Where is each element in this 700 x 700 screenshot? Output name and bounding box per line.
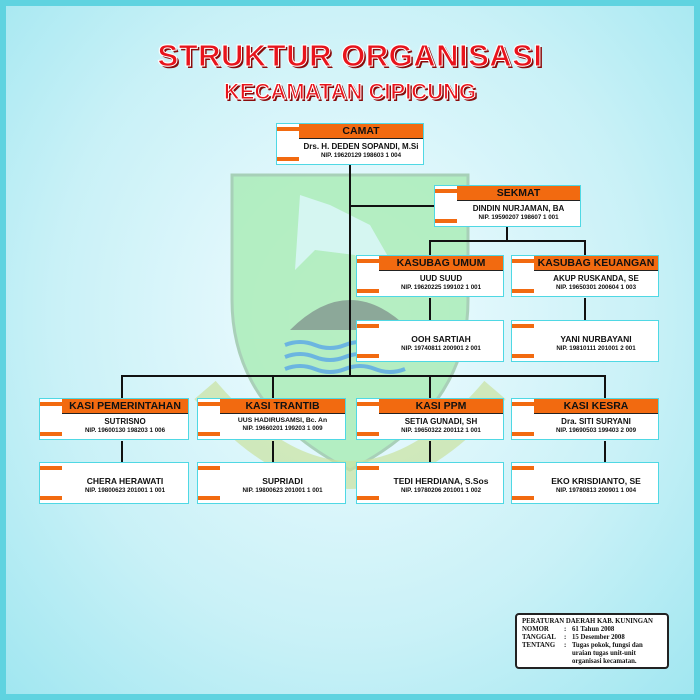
page-title: STRUKTUR ORGANISASI bbox=[157, 38, 543, 74]
connector-camat bbox=[349, 164, 351, 376]
connector-kasi bbox=[121, 375, 605, 377]
connector-staff-2 bbox=[272, 441, 274, 462]
official-nip: NIP. 19650301 200604 1 003 bbox=[555, 284, 637, 291]
official-nip: NIP. 19660201 199203 1 009 bbox=[242, 425, 323, 432]
position-title: CAMAT bbox=[299, 124, 423, 139]
official-name: DINDIN NURJAMAN, BA bbox=[472, 204, 565, 213]
connector-kasi-4 bbox=[604, 375, 606, 398]
connector-umum-staff bbox=[429, 298, 431, 320]
staff-name: EKO KRISDIANTO, SE bbox=[551, 476, 641, 486]
note-key: NOMOR bbox=[522, 626, 549, 633]
connector-kasubag-umum bbox=[429, 240, 431, 255]
official-nip: NIP. 19590207 198607 1 001 bbox=[478, 214, 559, 221]
staff-name: SUPRIADI bbox=[262, 476, 303, 486]
position-title: KASI PPM bbox=[379, 399, 503, 414]
staff-name: OOH SARTIAH bbox=[411, 334, 471, 344]
official-name: SETIA GUNADI, SH bbox=[404, 417, 478, 426]
official-name: UUS HADIRUSAMSI, Bc. An bbox=[237, 417, 328, 424]
connector-staff-3 bbox=[429, 441, 431, 462]
staff-nip: NIP. 19780813 200901 1 004 bbox=[555, 487, 637, 494]
position-title: KASI KESRA bbox=[534, 399, 658, 414]
note-value: Tugas pokok, fungsi dan uraian tugas uni… bbox=[572, 642, 643, 665]
staff-nip: NIP. 19800623 201001 1 001 bbox=[242, 487, 323, 494]
connector-sekmat bbox=[350, 205, 434, 207]
note-row-tentang: TENTANG:Tugas pokok, fungsi dan uraian t… bbox=[522, 642, 662, 666]
official-nip: NIP. 19620225 199102 1 001 bbox=[400, 284, 482, 291]
official-name: Dra. SITI SURYANI bbox=[561, 417, 631, 426]
official-nip: NIP. 19620129 198603 1 004 bbox=[320, 152, 402, 159]
connector-kasi-2 bbox=[272, 375, 274, 398]
connector-kasi-3 bbox=[429, 375, 431, 398]
connector-kasi-1 bbox=[121, 375, 123, 398]
page-subtitle: KECAMATAN CIPICUNG bbox=[223, 79, 477, 105]
connector-staff-4 bbox=[604, 441, 606, 462]
staff-name: YANI NURBAYANI bbox=[560, 334, 632, 344]
position-title: KASUBAG KEUANGAN bbox=[534, 256, 658, 271]
staff-name: TEDI HERDIANA, S.Sos bbox=[393, 476, 489, 486]
position-title: KASUBAG UMUM bbox=[379, 256, 503, 271]
staff-nip: NIP. 19800623 201001 1 001 bbox=[84, 487, 166, 494]
official-nip: NIP. 19600130 198203 1 006 bbox=[84, 427, 166, 434]
official-name: Drs. H. DEDEN SOPANDI, M.Si bbox=[303, 142, 419, 151]
staff-nip: NIP. 19780206 201001 1 002 bbox=[400, 487, 482, 494]
note-row-tanggal: TANGGAL:15 Desember 2008 bbox=[522, 634, 662, 642]
note-key: TENTANG bbox=[522, 642, 556, 649]
official-name: SUTRISNO bbox=[104, 417, 146, 426]
position-title: KASI PEMERINTAHAN bbox=[62, 399, 188, 414]
note-key: TANGGAL bbox=[522, 634, 556, 641]
staff-nip: NIP. 19810111 201001 2 001 bbox=[556, 345, 636, 352]
official-nip: NIP. 19650322 200112 1 001 bbox=[401, 427, 481, 434]
connector-keuangan-staff bbox=[584, 298, 586, 320]
official-name: UUD SUUD bbox=[419, 274, 463, 283]
note-row-nomor: NOMOR:61 Tahun 2008 bbox=[522, 626, 662, 634]
staff-nip: NIP. 19740811 200901 2 001 bbox=[401, 345, 481, 352]
note-value: 61 Tahun 2008 bbox=[572, 626, 615, 633]
position-title: SEKMAT bbox=[457, 186, 580, 201]
connector-kasubag bbox=[429, 240, 585, 242]
regulation-note: PERATURAN DAERAH KAB. KUNINGAN NOMOR:61 … bbox=[515, 613, 669, 669]
official-nip: NIP. 19690503 199403 2 009 bbox=[555, 427, 637, 434]
connector-sekmat-down bbox=[506, 227, 508, 241]
staff-name: CHERA HERAWATI bbox=[86, 476, 164, 486]
connector-staff-1 bbox=[121, 441, 123, 462]
connector-kasubag-keuangan bbox=[584, 240, 586, 255]
note-heading: PERATURAN DAERAH KAB. KUNINGAN bbox=[522, 618, 653, 625]
official-name: AKUP RUSKANDA, SE bbox=[553, 274, 639, 283]
note-value: 15 Desember 2008 bbox=[572, 634, 625, 641]
position-title: KASI TRANTIB bbox=[220, 399, 345, 414]
